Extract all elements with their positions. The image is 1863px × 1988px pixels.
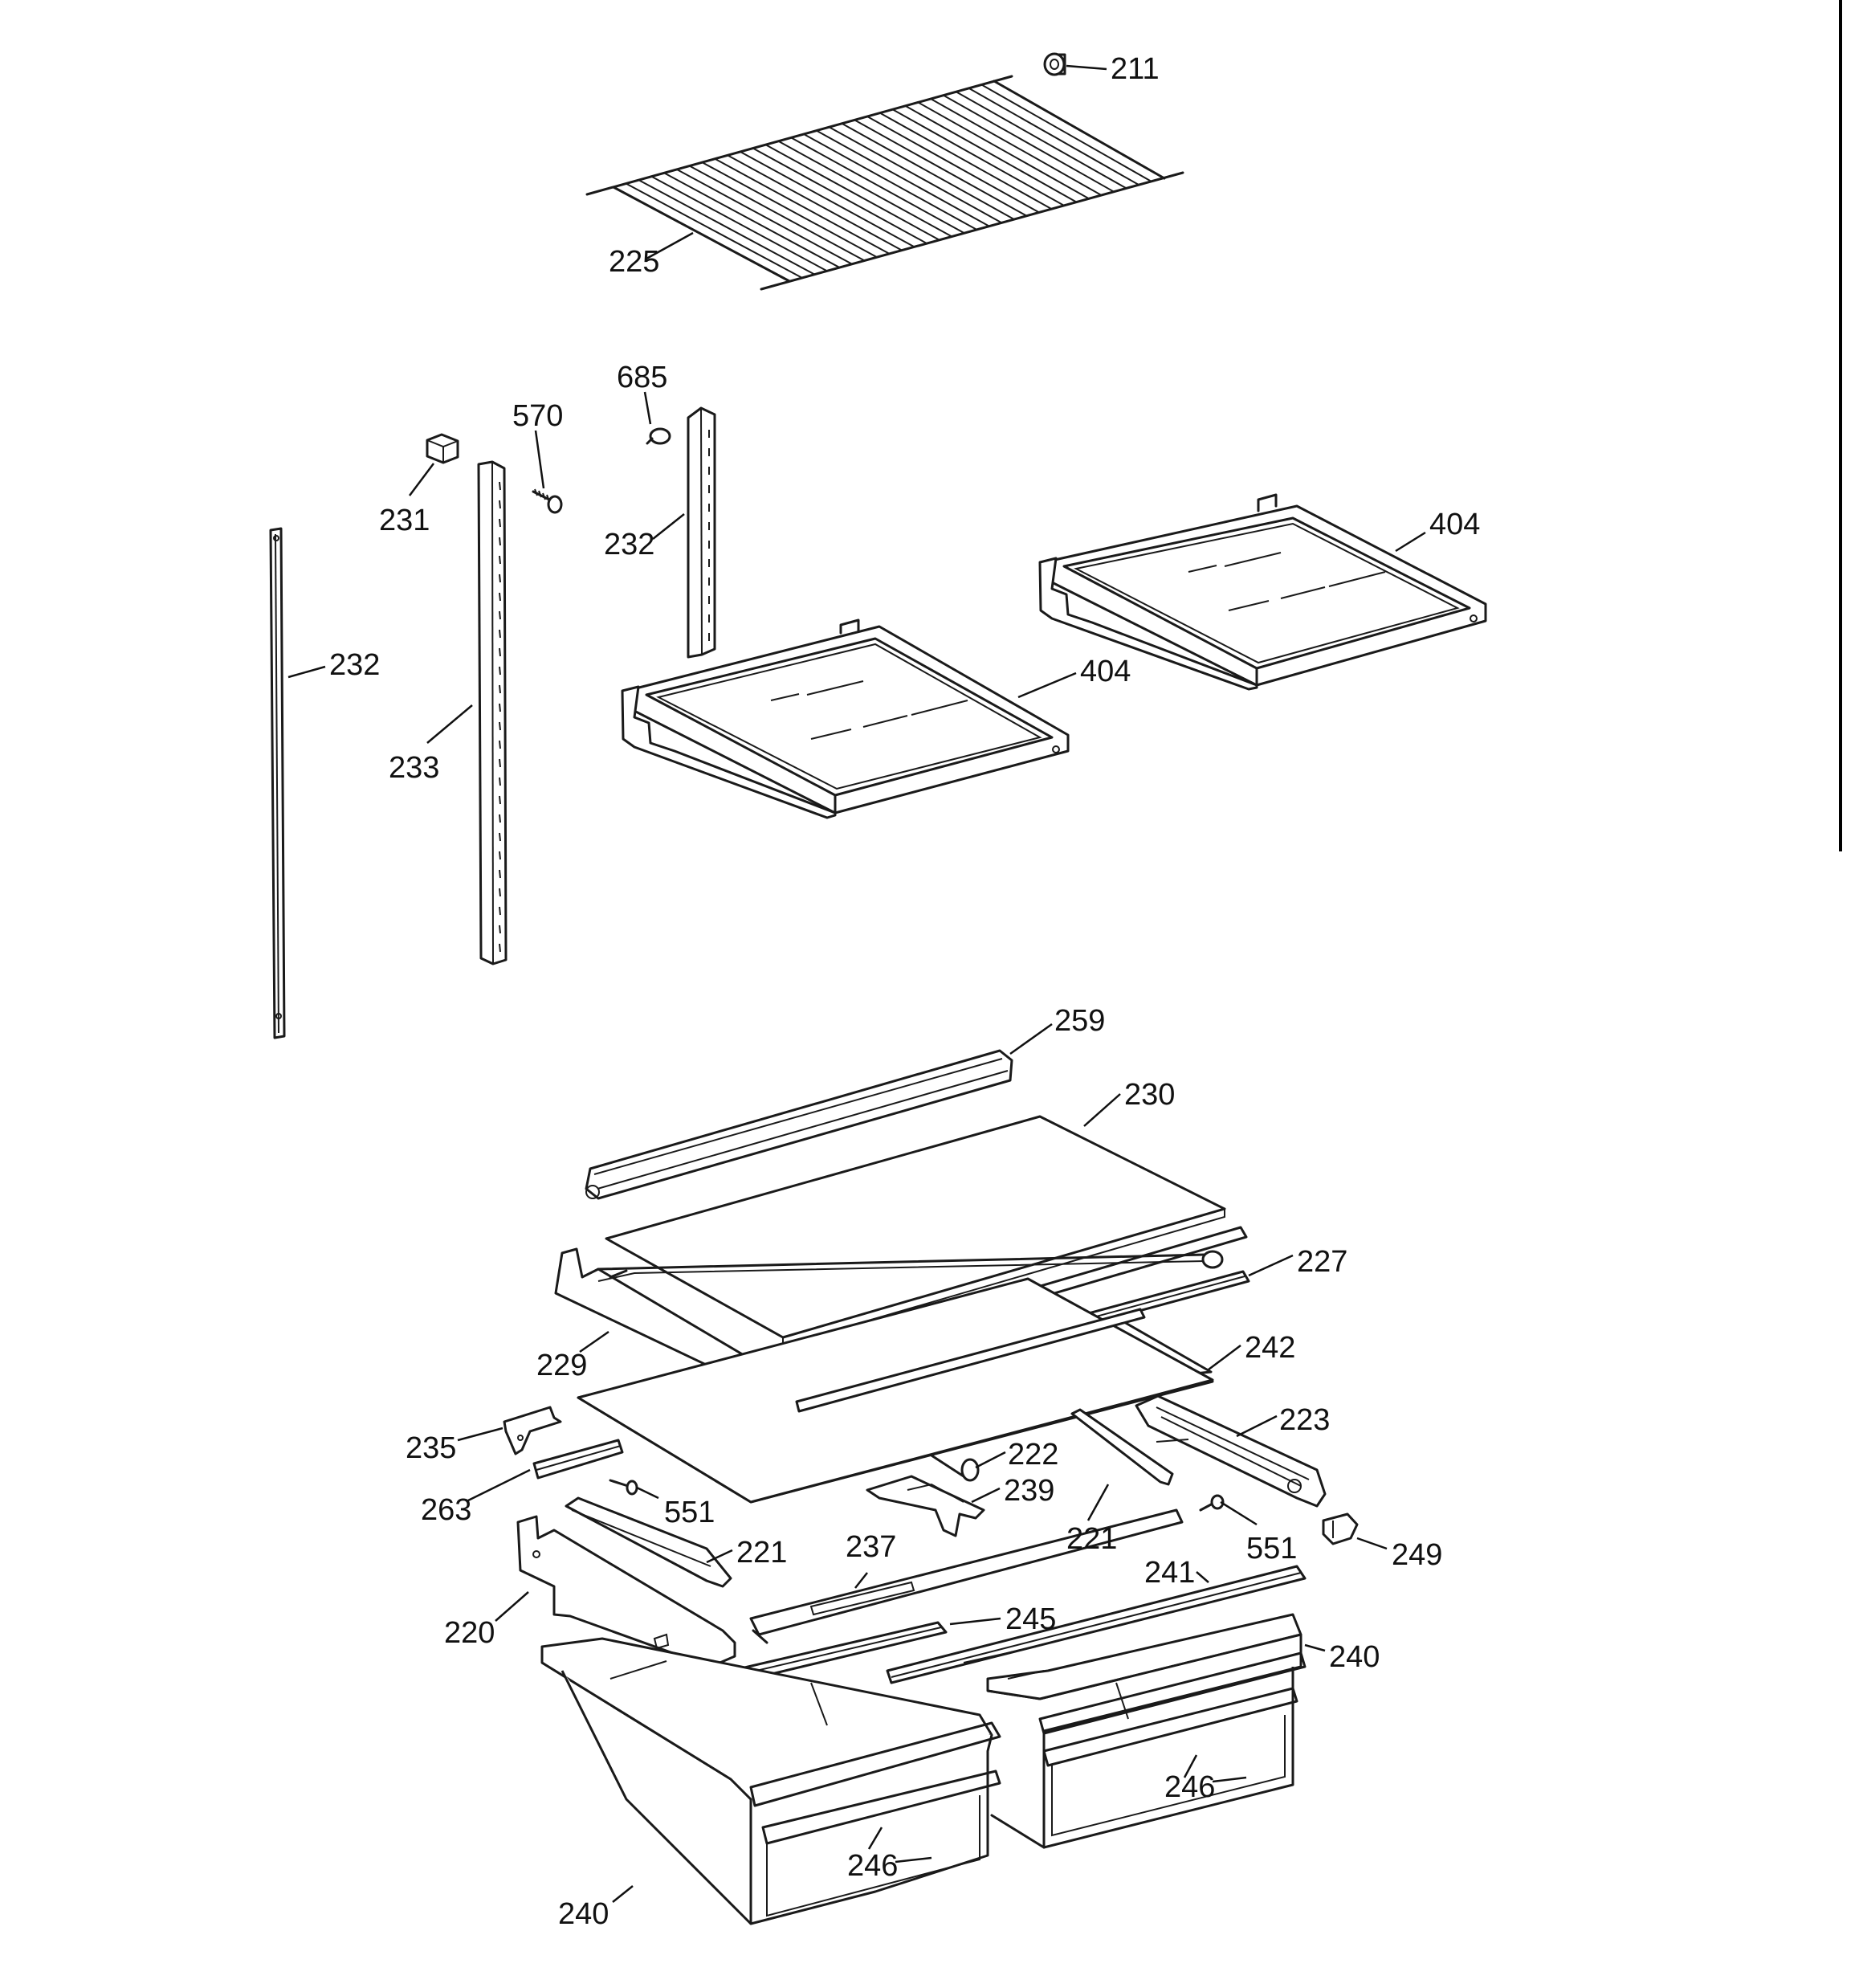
- part-232-left-rail: [269, 527, 286, 1039]
- callout-570: 570: [512, 399, 563, 433]
- callout-242: 242: [1245, 1331, 1295, 1365]
- callout-404-right: 404: [1429, 508, 1480, 541]
- callout-245: 245: [1005, 1602, 1056, 1636]
- part-404-glass-shelf-left: [621, 618, 1070, 819]
- part-242-lower-trim: [795, 1308, 1146, 1413]
- callout-239: 239: [1004, 1474, 1054, 1508]
- callout-232-center: 232: [604, 528, 654, 561]
- callout-225: 225: [609, 245, 659, 279]
- part-551-screw-left: [609, 1479, 638, 1496]
- part-229-frame: [554, 1226, 1248, 1395]
- part-230-glass-panel: [605, 1115, 1226, 1347]
- part-570-screw: [532, 488, 563, 514]
- callout-249: 249: [1392, 1538, 1442, 1572]
- part-223-slide: [1135, 1394, 1327, 1508]
- part-239-bracket: [866, 1475, 985, 1537]
- callout-259: 259: [1054, 1004, 1105, 1038]
- part-221-center-rail: [1070, 1408, 1174, 1486]
- callout-685: 685: [617, 361, 667, 394]
- callout-221-center: 221: [1066, 1522, 1117, 1556]
- part-241-trim: [886, 1565, 1307, 1684]
- callout-241: 241: [1144, 1556, 1195, 1590]
- part-685-screw: [646, 427, 671, 445]
- part-211-stop: [1043, 52, 1066, 76]
- callout-211: 211: [1111, 52, 1160, 86]
- callout-229: 229: [536, 1349, 587, 1382]
- part-551-screw-right: [1199, 1494, 1225, 1512]
- callout-223: 223: [1279, 1403, 1330, 1437]
- callout-551-right: 551: [1246, 1532, 1297, 1565]
- part-240-drawer-right: [986, 1613, 1307, 1849]
- callout-240-left: 240: [558, 1897, 609, 1931]
- part-235-bracket: [503, 1406, 562, 1455]
- part-259-front-trim: [585, 1049, 1013, 1200]
- part-249-latch: [1322, 1512, 1359, 1545]
- callout-221-left: 221: [736, 1536, 787, 1570]
- callouts: 211 225 685 570 231 232 232 233 404 404 …: [329, 52, 1480, 1931]
- callout-227: 227: [1297, 1245, 1347, 1279]
- callout-232-left: 232: [329, 648, 380, 682]
- part-225-wire-shelf: [585, 75, 1184, 291]
- callout-404-left: 404: [1080, 655, 1131, 688]
- part-221-left-rail: [565, 1496, 732, 1588]
- part-222-roller: [930, 1454, 980, 1482]
- callout-263: 263: [421, 1493, 471, 1527]
- callout-235: 235: [406, 1431, 456, 1465]
- callout-231: 231: [379, 504, 430, 537]
- part-220-bracket: [516, 1515, 736, 1668]
- callout-230: 230: [1124, 1078, 1175, 1112]
- part-404-glass-shelf-right: [1038, 493, 1487, 691]
- callout-246-left: 246: [847, 1849, 898, 1883]
- part-240-drawer-left: [540, 1637, 1001, 1925]
- callout-240-right: 240: [1329, 1640, 1380, 1674]
- callout-222: 222: [1008, 1438, 1058, 1472]
- part-237-bar: [749, 1508, 1184, 1644]
- callout-237: 237: [846, 1530, 896, 1564]
- callout-551-left: 551: [664, 1496, 715, 1529]
- part-232-center-rail: [687, 406, 716, 659]
- part-263-bracket: [532, 1439, 624, 1480]
- callout-246-right: 246: [1164, 1770, 1215, 1804]
- callout-233: 233: [389, 751, 439, 785]
- leader-lines: [287, 64, 1426, 1903]
- callout-220: 220: [444, 1616, 495, 1650]
- part-231-clip: [426, 433, 459, 464]
- part-233-slotted-rail: [477, 460, 508, 965]
